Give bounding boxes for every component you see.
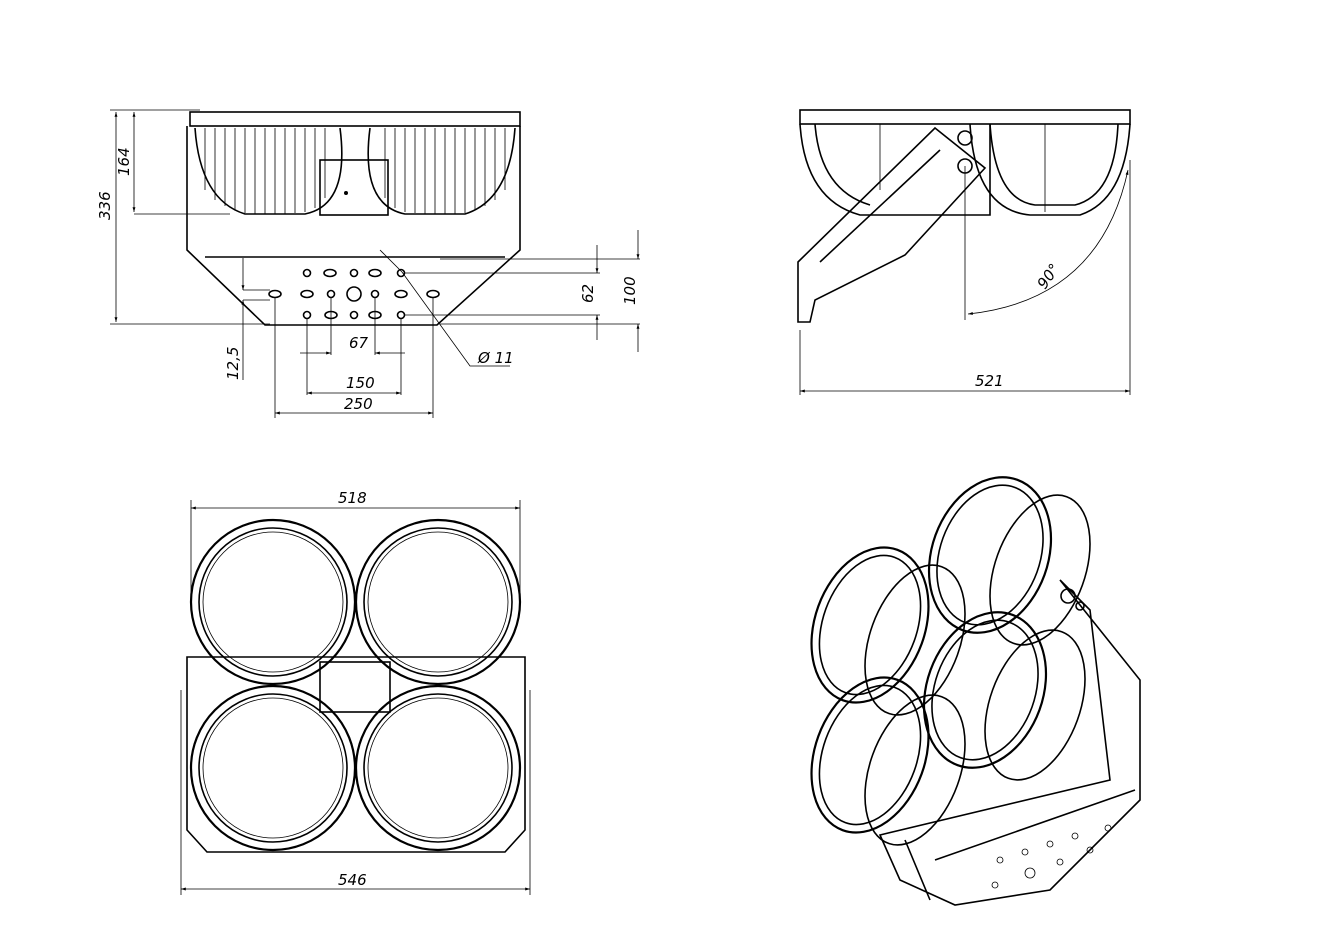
lens-top-left — [189, 518, 357, 686]
lens-bottom-left — [189, 684, 357, 852]
dim-hole-spacing-middle: 150 — [346, 374, 375, 392]
mounting-holes — [268, 268, 440, 320]
lens-bottom-right — [354, 684, 522, 852]
dim-hole-diameter: Ø 11 — [477, 349, 514, 367]
heatsink-fins — [204, 128, 506, 214]
dim-hole-spacing-outer: 250 — [344, 395, 373, 413]
iso-lens-right — [922, 611, 1086, 781]
side-view: 521 90° — [797, 109, 1131, 395]
iso-mounting-holes — [991, 824, 1112, 889]
dim-slot-offset: 12,5 — [224, 347, 242, 380]
dim-hole-spacing-vertical: 62 — [579, 284, 597, 303]
isometric-view — [810, 476, 1141, 906]
iso-lens-top — [927, 476, 1091, 646]
dim-body-height: 164 — [115, 147, 133, 176]
dim-overall-length: 521 — [975, 372, 1004, 390]
front-dimension-lines — [110, 109, 640, 418]
dim-tilt-angle: 90° — [1034, 260, 1064, 292]
front-view: 336 164 62 100 12,5 67 150 250 Ø 11 — [96, 109, 640, 418]
lens-top-right — [354, 518, 522, 686]
dim-overall-height: 336 — [96, 191, 114, 220]
iso-lens-left — [810, 546, 966, 716]
dim-plate-height: 100 — [621, 276, 639, 305]
dim-hole-spacing-inner: 67 — [349, 334, 369, 352]
dim-overall-width: 546 — [338, 871, 367, 889]
bottom-view: 518 546 — [180, 489, 531, 895]
iso-lens-bottom — [810, 676, 966, 846]
dim-lens-width: 518 — [338, 489, 367, 507]
